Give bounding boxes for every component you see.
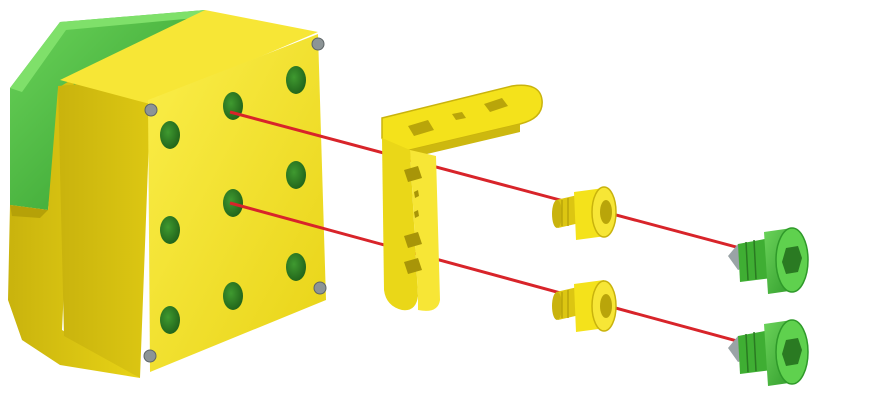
bracket-leg-slots	[404, 166, 422, 274]
housing-block-icon	[8, 10, 327, 378]
screw-icon-2	[728, 319, 809, 386]
assembly-lines	[229, 110, 771, 352]
housing-corner-screws	[143, 37, 327, 363]
assembly-line-1	[229, 110, 771, 258]
assembly-line-2	[229, 201, 771, 352]
housing-hole-grid	[160, 66, 306, 334]
housing-top-face	[60, 10, 318, 104]
bushing-icon-2	[552, 280, 617, 332]
bushing-icon-1	[552, 186, 617, 240]
bracket-icon	[381, 84, 543, 311]
screw-icon-1	[728, 227, 809, 294]
housing-yellow-left	[8, 78, 140, 378]
bracket-top-slots	[408, 98, 508, 136]
housing-side-face	[58, 72, 205, 378]
